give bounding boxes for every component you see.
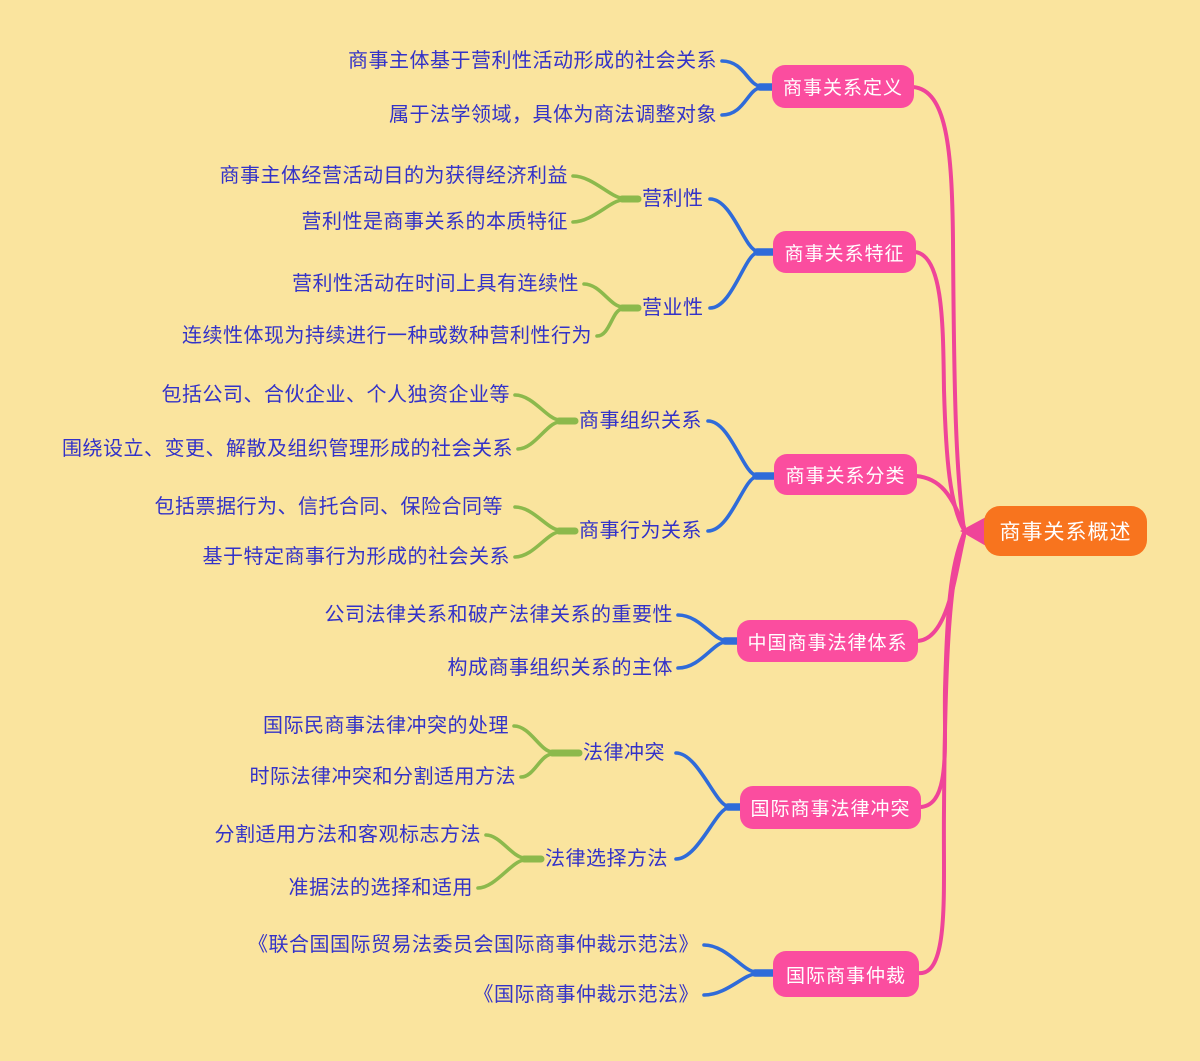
connector-branch1-leaf1 [720,59,762,88]
connector-sub2a-leaf2 [571,198,624,224]
leaf-label[interactable]: 公司法律关系和破产法律关系的重要性 [324,604,673,626]
connector-sub3b-leaf1 [513,505,561,532]
sub-topic-law-choice-method[interactable]: 法律选择方法 [545,848,668,870]
connector-branch5-sub1 [674,751,730,808]
leaf-label[interactable]: 构成商事组织关系的主体 [447,657,673,679]
sub-topic-law-conflict[interactable]: 法律冲突 [583,742,665,764]
connector-root-branch1 [911,85,966,532]
sub-topic-conduct-relations[interactable]: 商事行为关系 [579,520,702,542]
sub-topic-profitability[interactable]: 营利性 [642,188,704,210]
leaf-label[interactable]: 时际法律冲突和分割适用方法 [249,766,516,788]
leaf-label[interactable]: 围绕设立、变更、解散及组织管理形成的社会关系 [62,438,513,460]
connector-sub2a-leaf1 [571,174,624,200]
sub-topic-business-nature[interactable]: 营业性 [642,297,704,319]
connector-sub2b-leaf1 [582,282,624,309]
connector-sub5a-leaf1 [512,724,554,754]
leaf-label[interactable]: 基于特定商事行为形成的社会关系 [202,546,510,568]
connector-sub5b-leaf1 [484,833,526,860]
connector-sub5a-leaf2 [519,752,554,779]
connector-branch1-leaf2 [720,86,762,117]
branch-node-features[interactable]: 商事关系特征 [773,231,916,273]
connector-root-branch3 [914,474,966,529]
root-node[interactable]: 商事关系概述 [984,506,1147,556]
connector-branch4-leaf1 [676,613,727,642]
leaf-label[interactable]: 商事主体基于营利性活动形成的社会关系 [348,50,717,72]
connector-branch2-sub2 [708,251,759,310]
connector-sub3b-leaf2 [513,530,561,559]
connector-branch4-leaf2 [676,640,727,670]
leaf-label[interactable]: 属于法学领域，具体为商法调整对象 [389,104,717,126]
leaf-label[interactable]: 连续性体现为持续进行一种或数种营利性行为 [182,325,592,347]
connector-branch3-sub1 [706,419,758,477]
connector-root-branch6 [916,531,966,976]
branch-node-definition[interactable]: 商事关系定义 [772,65,914,108]
leaf-label[interactable]: 营利性是商事关系的本质特征 [301,211,568,233]
branch-node-classification[interactable]: 商事关系分类 [774,454,917,495]
connector-sub3a-leaf2 [516,420,561,451]
leaf-label[interactable]: 包括票据行为、信托合同、保险合同等 [154,496,503,518]
root-connector-knot [960,517,986,546]
leaf-label[interactable]: 营利性活动在时间上具有连续性 [292,273,579,295]
connector-branch2-sub1 [708,197,759,253]
connector-branch6-leaf2 [702,972,757,997]
branch-node-intl-conflict[interactable]: 国际商事法律冲突 [740,786,921,829]
leaf-label[interactable]: 《联合国国际贸易法委员会国际商事仲裁示范法》 [248,934,699,956]
connector-branch5-sub2 [674,806,730,861]
leaf-label[interactable]: 商事主体经营活动目的为获得经济利益 [219,165,568,187]
sub-topic-org-relations[interactable]: 商事组织关系 [579,410,702,432]
connector-branch3-sub2 [706,475,758,533]
branch-node-china-legal-system[interactable]: 中国商事法律体系 [737,620,918,662]
leaf-label[interactable]: 包括公司、合伙企业、个人独资企业等 [161,384,510,406]
branch-node-intl-arbitration[interactable]: 国际商事仲裁 [773,951,919,997]
connector-sub2b-leaf2 [595,307,624,338]
leaf-label[interactable]: 准据法的选择和适用 [288,877,473,899]
connector-branch6-leaf1 [702,943,757,974]
leaf-label[interactable]: 国际民商事法律冲突的处理 [263,715,509,737]
leaf-label[interactable]: 分割适用方法和客观标志方法 [214,824,481,846]
connector-sub3a-leaf1 [513,393,561,422]
leaf-label[interactable]: 《国际商事仲裁示范法》 [473,984,699,1006]
connector-sub5b-leaf2 [476,858,526,890]
